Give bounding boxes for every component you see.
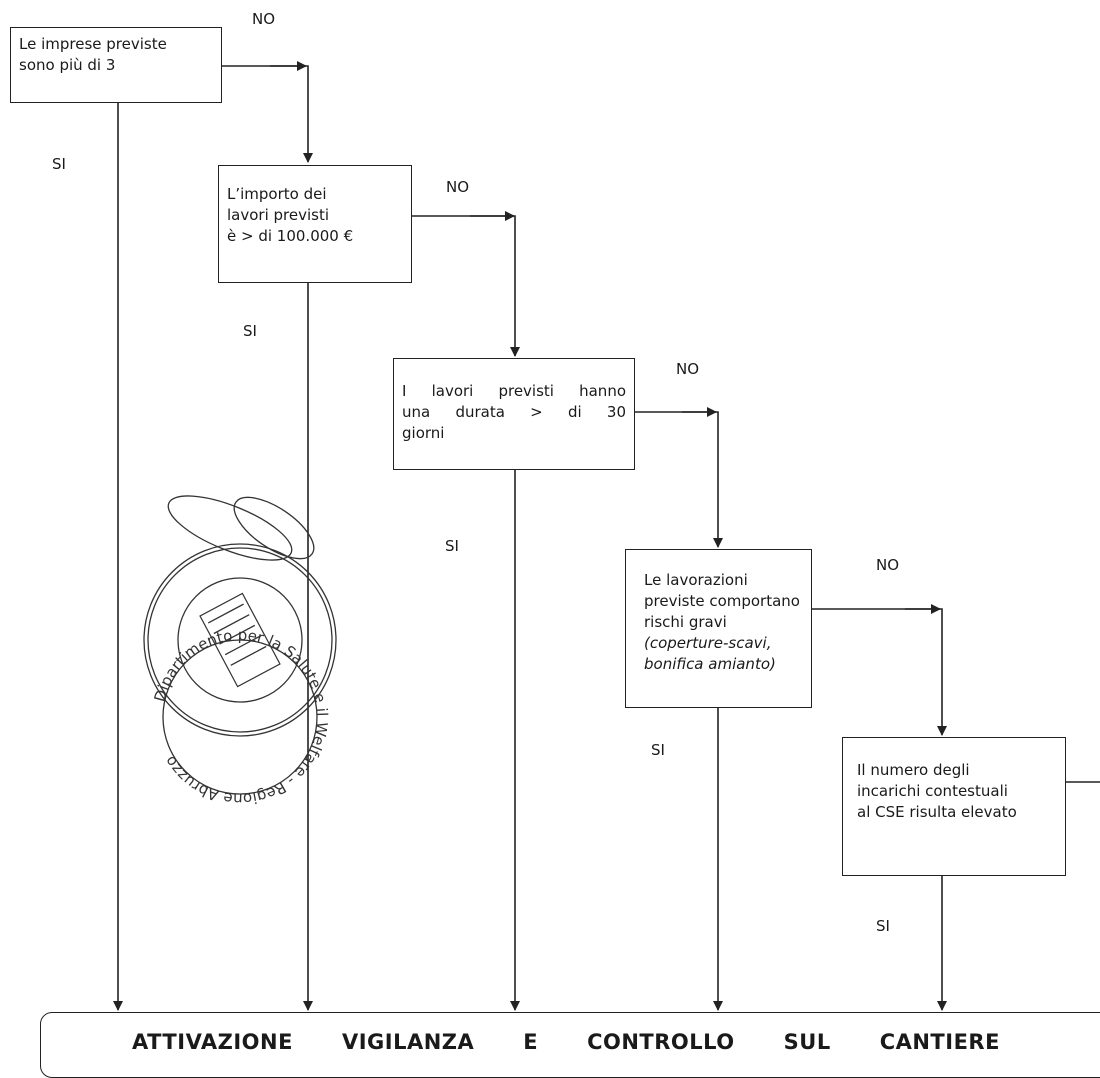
box-line: (coperture-scavi, bbox=[644, 634, 772, 652]
banner-word: VIGILANZA bbox=[341, 1030, 475, 1054]
decision-box-incarichi: Il numero degli incarichi contestuali al… bbox=[842, 737, 1066, 876]
banner-word: E bbox=[523, 1030, 539, 1054]
box-line: è > di 100.000 € bbox=[227, 227, 354, 245]
banner-word: CANTIERE bbox=[879, 1030, 1000, 1054]
si-label: SI bbox=[445, 537, 459, 555]
si-label: SI bbox=[876, 917, 890, 935]
outcome-banner-text: ATTIVAZIONE VIGILANZA E CONTROLLO SUL CA… bbox=[40, 1030, 1000, 1054]
banner-word: ATTIVAZIONE bbox=[132, 1030, 293, 1054]
si-label: SI bbox=[52, 155, 66, 173]
no-label: NO bbox=[876, 556, 900, 574]
box-line: sono più di 3 bbox=[19, 56, 116, 74]
si-label: SI bbox=[651, 741, 665, 759]
banner-word: SUL bbox=[783, 1030, 831, 1054]
no-arrow-3 bbox=[635, 411, 723, 548]
no-arrow-4 bbox=[812, 608, 947, 736]
decision-box-lavorazioni: Le lavorazioni previste comportano risch… bbox=[625, 549, 812, 708]
box-line: Il numero degli bbox=[857, 761, 970, 779]
box-line: L’importo dei bbox=[227, 185, 327, 203]
box-line: Le lavorazioni bbox=[644, 571, 748, 589]
svg-text:Dipartimento per la Salute e i: Dipartimento per la Salute e il Welfare … bbox=[151, 626, 331, 808]
box-line: previste comportano bbox=[644, 592, 800, 610]
decision-box-importo: L’importo dei lavori previsti è > di 100… bbox=[218, 165, 412, 283]
box-line: lavori previsti bbox=[227, 206, 330, 224]
si-label: SI bbox=[243, 322, 257, 340]
no-arrow-2 bbox=[412, 215, 520, 357]
box-line: Le imprese previste bbox=[19, 35, 167, 53]
banner-word: CONTROLLO bbox=[587, 1030, 735, 1054]
no-arrow-1 bbox=[222, 65, 313, 163]
no-label: NO bbox=[676, 360, 700, 378]
decision-box-imprese: Le imprese previste sono più di 3 bbox=[10, 27, 222, 103]
box-line: giorni bbox=[402, 424, 445, 442]
box-line: rischi gravi bbox=[644, 613, 727, 631]
no-label: NO bbox=[446, 178, 470, 196]
no-label: NO bbox=[252, 10, 276, 28]
box-line: incarichi contestuali bbox=[857, 782, 1008, 800]
box-line: al CSE risulta elevato bbox=[857, 803, 1017, 821]
box-line: bonifica amianto) bbox=[644, 655, 776, 673]
